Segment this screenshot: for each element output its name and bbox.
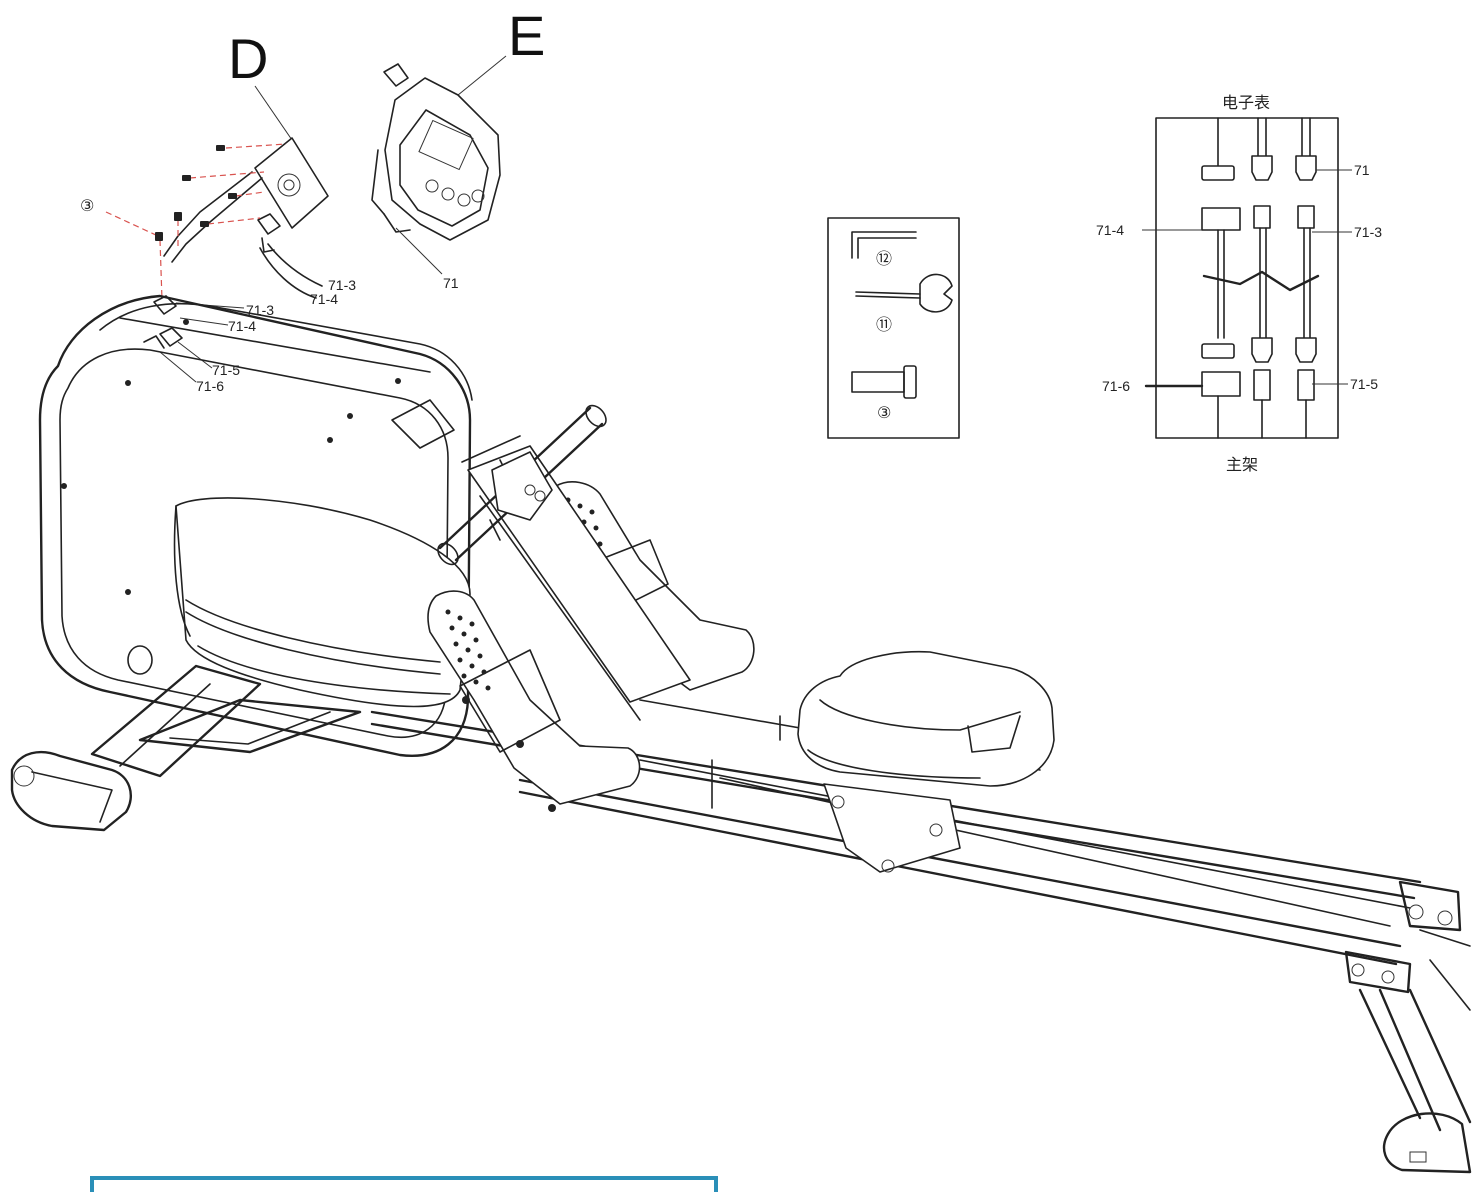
label-71-4-lower: 71-4 [228, 318, 256, 334]
tools-box [827, 217, 960, 439]
wiring-label-71-6: 71-6 [1102, 378, 1130, 394]
callout-e: E [508, 4, 545, 67]
wiring-bottom-label: 主架 [1226, 455, 1258, 474]
bolt-ref-label: ③ [877, 405, 891, 422]
wiring-top-label: 电子表 [1222, 93, 1270, 112]
label-71-console: 71 [443, 275, 459, 291]
bolt-icon [851, 365, 917, 399]
label-71-6: 71-6 [196, 378, 224, 394]
label-71-4-upper: 71-4 [310, 291, 338, 307]
label-71-3-upper: 71-3 [328, 277, 356, 293]
screw-ref-label: ③ [80, 198, 94, 215]
wiring-label-71-4: 71-4 [1096, 222, 1124, 238]
rowing-machine [10, 294, 1472, 1174]
cable-71-4 [259, 247, 317, 299]
connector-wide-top [1201, 165, 1235, 181]
wiring-label-71-3: 71-3 [1354, 224, 1382, 240]
wrench-ref-label: ⑫ [876, 250, 892, 268]
connector-71-4 [1201, 207, 1241, 231]
connector-71-6 [1201, 371, 1241, 397]
note-frame [90, 1176, 718, 1192]
leader-71 [395, 227, 443, 275]
spanner-icon [855, 273, 953, 313]
wiring-label-71-5: 71-5 [1350, 376, 1378, 392]
cable-71-3 [267, 243, 323, 287]
allen-wrench-icon [851, 231, 917, 259]
wiring-diagram [1142, 117, 1352, 439]
spanner-ref-label: ⑪ [876, 316, 892, 334]
bracket-bolts [105, 143, 287, 301]
leader-d [254, 85, 293, 141]
console-bracket [163, 137, 329, 263]
callout-d: D [228, 27, 268, 90]
wiring-label-71: 71 [1354, 162, 1370, 178]
console-monitor [371, 63, 501, 241]
